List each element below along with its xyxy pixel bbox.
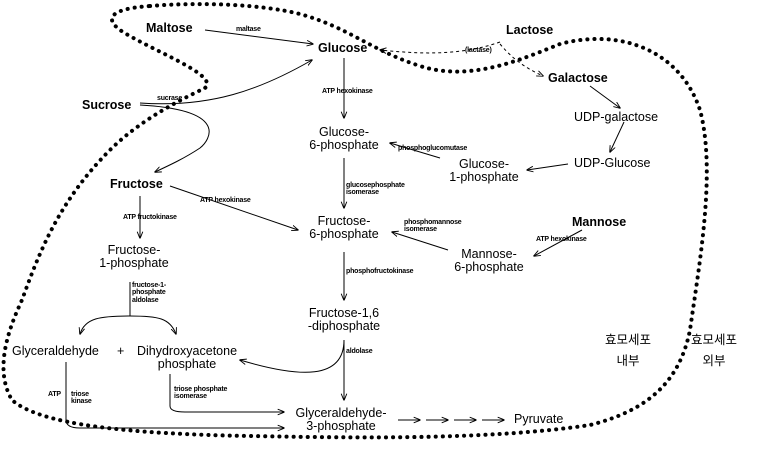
arrow-fructose-f6p — [169, 185, 298, 230]
arrow-sucrose-fructose — [139, 104, 210, 172]
glucose-6-phosphate-line1: Glucose- — [318, 125, 370, 139]
atp-hexokinase-glucose-label: ATP hexokinase — [322, 88, 373, 95]
outside-cell-line1: 효모세포 — [690, 333, 737, 347]
lactase-label: (lactase) — [465, 47, 492, 54]
dihydroxyacetone-phosphate-line1: Dihydroxyacetone — [136, 344, 238, 358]
fructose-1-phosphate-aldolase-label: fructose-1- phosphate aldolase — [132, 282, 166, 304]
fructose-16-diphosphate-line1: Fructose-1,6 — [308, 306, 380, 320]
arrow-dhap-gap — [169, 374, 284, 412]
inside-cell-label: 효모세포 내부 — [598, 333, 658, 369]
udp-glucose-label: UDP-Glucose — [574, 156, 651, 170]
glucosephosphate-isomerase-line2: isomerase — [346, 189, 379, 197]
triose-kinase-line1: triose — [71, 391, 89, 398]
udp-galactose-label: UDP-galactose — [574, 110, 659, 124]
triose-kinase-line2: kinase — [71, 398, 92, 406]
fructose-1-phosphate-line1: Fructose- — [107, 243, 161, 257]
glyceraldehyde-3-phosphate-line2: 3-phosphate — [306, 419, 376, 434]
plus-sign: + — [117, 344, 125, 358]
fructose-1-phosphate-label: Fructose- 1-phosphate — [92, 243, 176, 271]
phosphomannose-isomerase-label: phosphomannose isomerase — [404, 219, 462, 234]
outside-cell-line2: 외부 — [702, 354, 726, 369]
pyruvate-label: Pyruvate — [514, 412, 564, 426]
atp-fructokinase-label: ATP fructokinase — [123, 214, 177, 221]
fructose-16-diphosphate-label: Fructose-1,6 -diphosphate — [290, 306, 398, 334]
maltose-label: Maltose — [146, 21, 193, 35]
triose-kinase-atp-label: ATP — [48, 391, 61, 398]
arrow-f1p-dhap — [129, 315, 176, 334]
mannose-6-phosphate-line1: Mannose- — [461, 247, 517, 261]
arrow-mannose-m6p — [534, 229, 583, 256]
outside-cell-label: 효모세포 외부 — [684, 333, 744, 369]
glucose-6-phosphate-label: Glucose- 6-phosphate — [296, 125, 392, 153]
fructose-6-phosphate-line2: 6-phosphate — [309, 227, 379, 242]
inside-cell-line1: 효모세포 — [604, 333, 651, 347]
glyceraldehyde-label: Glyceraldehyde — [12, 344, 99, 358]
glucose-6-phosphate-line2: 6-phosphate — [309, 138, 379, 153]
glucose-label: Glucose — [318, 41, 368, 55]
fructose-6-phosphate-line1: Fructose- — [317, 214, 371, 228]
fructose-label: Fructose — [110, 177, 163, 191]
arrow-lactose-glucose — [380, 41, 501, 53]
phosphofructokinase-label: phosphofructokinase — [346, 268, 414, 275]
glucose-1-phosphate-line2: 1-phosphate — [449, 170, 519, 185]
dihydroxyacetone-phosphate-label: Dihydroxyacetone phosphate — [128, 344, 246, 372]
glyceraldehyde-3-phosphate-label: Glyceraldehyde- 3-phosphate — [286, 406, 396, 434]
arrow-f16dp-dhap — [240, 339, 345, 373]
arrow-glyceraldehyde-gap — [65, 362, 284, 428]
fructose-16-diphosphate-line2: -diphosphate — [307, 319, 381, 334]
fructose-1-phosphate-aldolase-line3: aldolase — [132, 296, 159, 304]
arrow-sucrose-glucose — [139, 60, 312, 105]
sucrase-label: sucrase — [157, 95, 183, 102]
inside-cell-line2: 내부 — [616, 354, 640, 369]
fructose-1-phosphate-aldolase-line2: phosphate — [132, 289, 166, 297]
aldolase-label: aldolase — [346, 348, 373, 355]
glucose-1-phosphate-line1: Glucose- — [458, 157, 510, 171]
maltase-label: maltase — [236, 26, 261, 33]
arrow-galactose-udpgal — [589, 85, 620, 108]
arrow-udpgal-udpglc — [610, 121, 625, 152]
triose-phosphate-isomerase-line1: triose phosphate — [174, 386, 228, 393]
arrow-f1p-glyceraldehyde — [80, 315, 131, 334]
arrow-lactose-galactose — [499, 43, 543, 76]
triose-phosphate-isomerase-label: triose phosphate isomerase — [174, 386, 227, 401]
phosphoglucomutase-label: phosphoglucomutase — [398, 145, 468, 152]
atp-hexokinase-mannose-label: ATP hexokinase — [536, 236, 587, 243]
fructose-6-phosphate-label: Fructose- 6-phosphate — [296, 214, 392, 242]
dihydroxyacetone-phosphate-line2: phosphate — [157, 357, 217, 372]
sucrose-label: Sucrose — [82, 98, 132, 112]
fructose-1-phosphate-aldolase-line1: fructose-1- — [132, 282, 166, 289]
lactose-label: Lactose — [506, 23, 554, 37]
mannose-label: Mannose — [572, 215, 627, 229]
glucosephosphate-isomerase-label: glucosephosphate isomerase — [346, 182, 405, 197]
galactose-label: Galactose — [548, 71, 608, 85]
mannose-6-phosphate-line2: 6-phosphate — [454, 260, 524, 275]
arrow-maltose-glucose — [204, 29, 313, 44]
glyceraldehyde-3-phosphate-line1: Glyceraldehyde- — [295, 406, 387, 420]
arrow-g1p-g6p — [390, 143, 441, 159]
mannose-6-phosphate-label: Mannose- 6-phosphate — [446, 247, 532, 275]
arrow-m6p-f6p — [392, 232, 449, 251]
fructose-1-phosphate-line2: 1-phosphate — [99, 256, 169, 271]
phosphomannose-isomerase-line1: phosphomannose — [404, 219, 462, 226]
glucosephosphate-isomerase-line1: glucosephosphate — [346, 182, 405, 189]
atp-hexokinase-fructose-label: ATP hexokinase — [200, 197, 251, 204]
glucose-1-phosphate-label: Glucose- 1-phosphate — [442, 157, 526, 185]
arrow-udpglc-g1p — [527, 163, 569, 170]
phosphomannose-isomerase-line2: isomerase — [404, 226, 437, 234]
triose-phosphate-isomerase-line2: isomerase — [174, 393, 207, 401]
triose-kinase-label: triose kinase — [71, 391, 92, 406]
